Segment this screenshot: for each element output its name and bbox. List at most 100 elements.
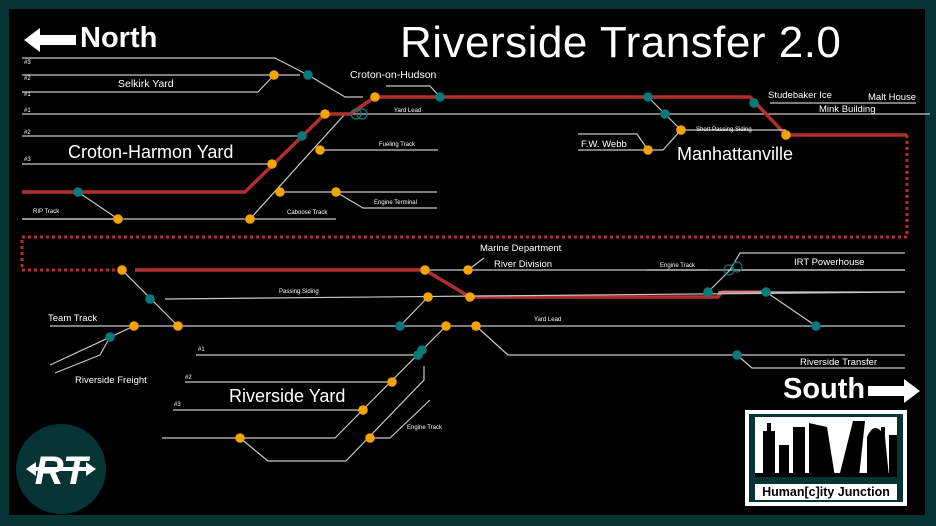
switch-teal[interactable] (749, 98, 759, 108)
switch-orange[interactable] (275, 187, 285, 197)
switch-teal[interactable] (643, 92, 653, 102)
switch-teal[interactable] (660, 109, 670, 119)
switch-orange[interactable] (358, 405, 368, 415)
switch-teal[interactable] (297, 131, 307, 141)
irt-crossover (765, 291, 817, 327)
riverside-track-3-label: #3 (174, 402, 181, 408)
north-label: North (80, 22, 158, 54)
switch-orange[interactable] (269, 70, 279, 80)
croton-on-hudson-label: Croton-on-Hudson (350, 69, 437, 81)
switch-orange[interactable] (676, 125, 686, 135)
mainline-north (22, 95, 907, 194)
yard-ladder-2 (239, 366, 425, 462)
arrow-left-icon (24, 28, 76, 52)
riverside-transfer-lower (736, 354, 905, 369)
croton-harmon-yard-label: Croton-Harmon Yard (68, 142, 234, 162)
short-passing-siding (647, 96, 786, 131)
river-division-label: River Division (494, 259, 553, 270)
switch-orange[interactable] (267, 159, 277, 169)
caboose-track-label: Caboose Track (287, 210, 328, 216)
rip-lead (77, 191, 119, 220)
mainline-south (135, 268, 766, 299)
switch-orange[interactable] (387, 377, 397, 387)
switch-teal[interactable] (413, 350, 423, 360)
rip-track-label: RIP Track (33, 209, 60, 215)
switch-orange[interactable] (463, 265, 473, 275)
switch-teal[interactable] (732, 350, 742, 360)
switch-orange[interactable] (423, 292, 433, 302)
switch-orange[interactable] (113, 214, 123, 224)
caboose-lead (22, 113, 346, 220)
humancity-junction-name: Human[c]ity Junction (755, 484, 897, 500)
switch-orange[interactable] (370, 92, 380, 102)
short-passing-siding-label: Short Passing Siding (696, 127, 752, 133)
engine-track-yard (370, 399, 431, 439)
switch-orange[interactable] (315, 145, 325, 155)
switch-orange[interactable] (441, 321, 451, 331)
switch-orange[interactable] (235, 433, 245, 443)
riverside-yard-engine-track-label: Engine Track (407, 425, 443, 431)
double-slip-switch-icon (356, 108, 368, 120)
passing-crossover (399, 296, 429, 327)
south-label: South (783, 373, 866, 405)
switch-teal[interactable] (303, 70, 313, 80)
rt-logo: RT (16, 424, 106, 514)
engine-terminal-label: Engine Terminal (374, 200, 417, 206)
harmon-track-3-label: #3 (24, 157, 31, 163)
riverside-track-1-label: #1 (198, 347, 205, 353)
fueling-track-label: Fueling Track (379, 142, 416, 148)
rt-logo-icon: RT (26, 449, 96, 493)
skyline-icon (755, 417, 897, 477)
harmon-track-2-label: #2 (24, 130, 31, 136)
double-slip-switch-icon (350, 108, 362, 120)
switch-teal[interactable] (73, 187, 83, 197)
riverside-yard-label: Riverside Yard (229, 386, 346, 406)
switch-teal[interactable] (811, 321, 821, 331)
passing-siding (164, 291, 906, 300)
mink-building-label: Mink Building (819, 104, 876, 115)
map-title: Riverside Transfer 2.0 (400, 18, 842, 67)
arrow-right-icon (868, 379, 920, 403)
riverside-freight-label: Riverside Freight (75, 375, 147, 386)
irt-lead (707, 252, 905, 293)
switch-orange[interactable] (781, 130, 791, 140)
rt-logo-text: RT (35, 449, 91, 493)
irt-powerhouse-label: IRT Powerhouse (794, 257, 865, 268)
switch-orange[interactable] (129, 321, 139, 331)
switch-orange[interactable] (331, 187, 341, 197)
switch-orange[interactable] (471, 321, 481, 331)
yard-ladder (162, 325, 447, 439)
track-lines (20, 57, 930, 462)
switch-orange[interactable] (643, 145, 653, 155)
switch-teal[interactable] (435, 92, 445, 102)
marine-department-label: Marine Department (480, 243, 562, 254)
switch-teal[interactable] (703, 287, 713, 297)
switch-orange[interactable] (117, 265, 127, 275)
riverside-freight-2 (54, 336, 111, 374)
harmon-yard-lead-label: Yard Lead (394, 108, 422, 114)
switch-orange[interactable] (320, 109, 330, 119)
selkirk-track-3-label: #3 (24, 60, 31, 66)
switch-teal[interactable] (105, 332, 115, 342)
studebaker-ice-label: Studebaker Ice (768, 90, 832, 101)
team-track-label: Team Track (48, 313, 98, 324)
mainline-dotted (20, 135, 909, 272)
switch-teal[interactable] (145, 294, 155, 304)
riverside-track-2-label: #2 (185, 375, 192, 381)
manhattanville-label: Manhattanville (677, 144, 794, 164)
switch-orange[interactable] (365, 433, 375, 443)
switch-teal[interactable] (395, 321, 405, 331)
switch-teal[interactable] (761, 287, 771, 297)
selkirk-track-1 (22, 74, 275, 93)
humancity-junction-logo: Human[c]ity Junction (745, 410, 907, 506)
croton-on-hudson-underline (386, 85, 441, 98)
fw-webb-label: F.W. Webb (581, 139, 627, 150)
switch-orange[interactable] (465, 292, 475, 302)
riverside-freight-1 (49, 325, 135, 366)
switch-orange[interactable] (245, 214, 255, 224)
selkirk-track-1-label: #1 (24, 92, 31, 98)
riverside-yard-lead-label: Yard Lead (534, 317, 562, 323)
switch-orange[interactable] (420, 265, 430, 275)
switch-orange[interactable] (173, 321, 183, 331)
